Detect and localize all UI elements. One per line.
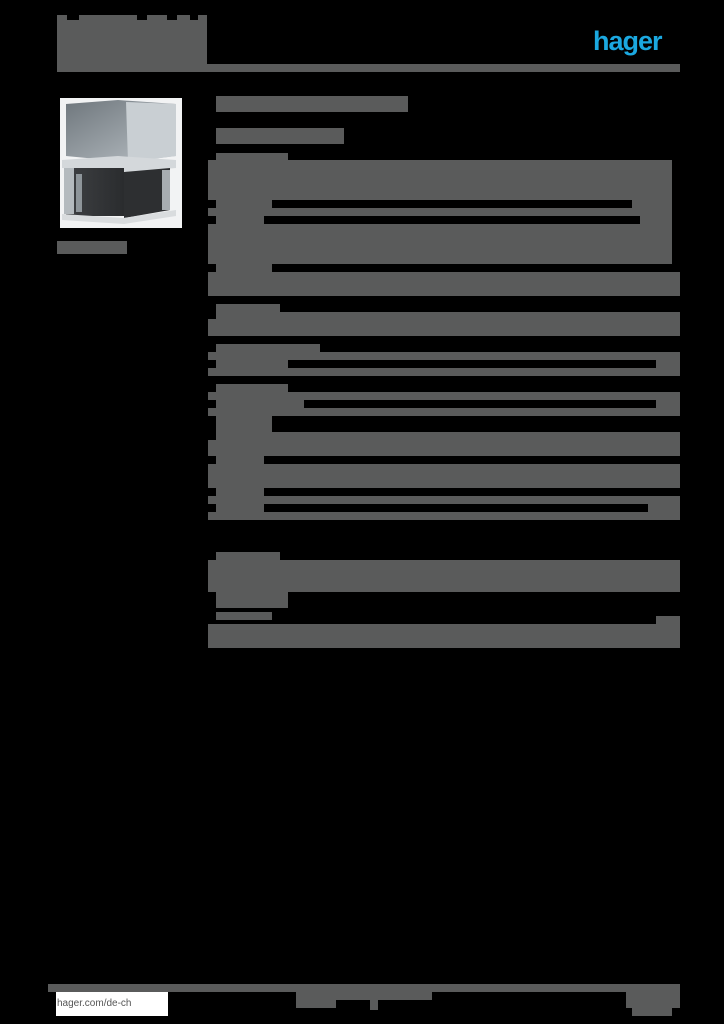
row-gap (288, 360, 656, 368)
section-label (216, 344, 320, 354)
spec-value (656, 616, 680, 626)
section-label (216, 456, 264, 466)
row-gap (208, 488, 216, 496)
row-gap (208, 504, 216, 512)
row-gap (264, 488, 680, 496)
hager-logo[interactable]: hager (593, 26, 663, 56)
row-gap (208, 360, 216, 368)
product-subtitle (216, 128, 344, 144)
row-gap (208, 432, 216, 440)
title-gap (190, 15, 198, 20)
section-label (216, 416, 272, 434)
title-gap (67, 15, 79, 20)
row-gap (208, 216, 216, 224)
row-gap (272, 264, 680, 272)
spec-row (208, 432, 680, 456)
section-label (216, 552, 280, 562)
row-gap (672, 160, 680, 264)
footer-url-text: hager.com/de-ch (57, 998, 132, 1009)
row-gap (264, 216, 640, 224)
product-title (216, 96, 408, 112)
footer-center-text (296, 992, 432, 1000)
spec-table-section-1 (208, 160, 680, 296)
spec-row-label (216, 590, 288, 608)
section-label (216, 612, 272, 620)
footer-url-link[interactable]: hager.com/de-ch (56, 992, 168, 1016)
spec-row (208, 312, 680, 336)
footer-page-info (632, 1000, 672, 1016)
section-label (216, 304, 280, 314)
row-gap (264, 504, 648, 512)
section-label (216, 384, 288, 394)
row-gap (232, 378, 248, 384)
row-gap (272, 200, 632, 208)
footer-center-mark (370, 1000, 378, 1010)
title-gap (167, 15, 177, 20)
footer-center-text (296, 992, 336, 1008)
row-gap (208, 312, 216, 319)
row-gap (208, 400, 216, 408)
header-rule (57, 64, 680, 72)
row-gap (208, 264, 216, 272)
footer-rule (48, 984, 680, 992)
spec-row (208, 560, 680, 592)
row-gap (304, 400, 656, 408)
section-label (216, 153, 288, 163)
row-gap (208, 200, 216, 208)
product-caption (57, 241, 127, 254)
product-image (58, 98, 184, 228)
title-gap (137, 15, 147, 20)
document-title-block (57, 15, 207, 72)
spec-row (208, 624, 680, 648)
